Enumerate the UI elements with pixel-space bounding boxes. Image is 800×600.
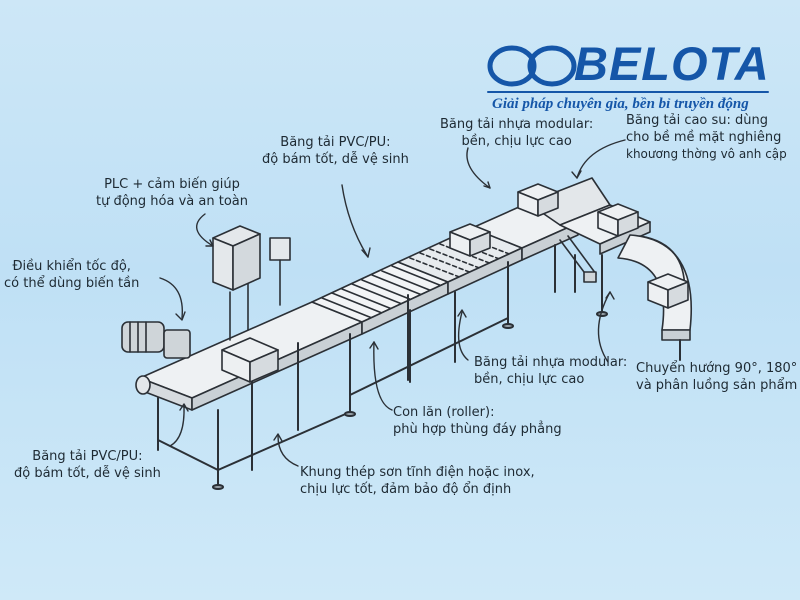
modular-belt-section xyxy=(397,202,579,295)
brand-tagline: Giải pháp chuyên gia, bền bỉ truyền động xyxy=(492,96,749,112)
label-line: Băng tải PVC/PU: xyxy=(280,135,391,150)
label-line: Con lăn (roller): xyxy=(393,405,495,420)
motor-icon xyxy=(121,321,191,359)
label-line: Băng tải nhựa modular: xyxy=(474,355,628,370)
label-line: có thể dùng biến tần xyxy=(4,276,140,291)
label-line: cho bề mề mặt nghiêng xyxy=(626,130,782,145)
diverter-mechanism xyxy=(559,235,597,283)
package-box xyxy=(647,273,689,309)
label-line: độ bám tốt, dễ vệ sinh xyxy=(14,466,161,481)
label-line: khoương thờng vô anh cập xyxy=(626,147,787,161)
package-box xyxy=(221,337,279,383)
brand-name: BELOTA xyxy=(574,37,770,90)
control-cabinet-icon xyxy=(212,225,291,341)
label-line: Khung thép sơn tĩnh điện hoặc inox, xyxy=(300,465,535,480)
label-line: và phân luồng sản phẩm xyxy=(636,378,798,393)
label-line: Băng tải nhựa modular: xyxy=(440,117,594,132)
label-modular-top: Băng tải nhựa modular: bền, chịu lực cao xyxy=(440,116,593,150)
label-line: Băng tải PVC/PU: xyxy=(32,449,143,464)
label-pvc-bottom: Băng tải PVC/PU: độ bám tốt, dễ vệ sinh xyxy=(14,448,161,482)
annotation-arrows xyxy=(159,139,626,467)
label-speed: Điều khiển tốc độ, có thể dùng biến tần xyxy=(4,258,139,292)
label-line: bền, chịu lực cao xyxy=(461,134,572,149)
label-frame: Khung thép sơn tĩnh điện hoặc inox, chịu… xyxy=(300,464,535,498)
label-line: độ bám tốt, dễ vệ sinh xyxy=(262,152,409,167)
logo-infinity-icon xyxy=(487,45,577,87)
label-pvc-top: Băng tải PVC/PU: độ bám tốt, dễ vệ sinh xyxy=(262,134,409,168)
label-turn: Chuyển hướng 90°, 180° và phân luồng sản… xyxy=(636,360,797,394)
label-line: chịu lực tốt, đảm bảo độ ổn định xyxy=(300,482,512,497)
label-line: Băng tải cao su: dùng xyxy=(626,113,769,128)
label-plc: PLC + cảm biến giúp tự động hóa và an to… xyxy=(96,176,248,210)
label-line: Điều khiển tốc độ, xyxy=(12,259,131,274)
label-line: bền, chịu lực cao xyxy=(474,372,585,387)
label-line: Chuyển hướng 90°, 180° xyxy=(636,361,798,376)
label-line: phù hợp thùng đáy phẳng xyxy=(393,422,562,437)
label-rubber: Băng tải cao su: dùng cho bề mề mặt nghi… xyxy=(626,112,787,163)
package-box xyxy=(449,223,491,257)
label-line: tự động hóa và an toàn xyxy=(96,194,248,209)
label-modular-mid: Băng tải nhựa modular: bền, chịu lực cao xyxy=(474,354,627,388)
package-box xyxy=(517,183,559,217)
roller-section xyxy=(311,261,449,335)
package-box xyxy=(597,203,639,237)
label-line: PLC + cảm biến giúp xyxy=(104,177,240,192)
label-roller: Con lăn (roller): phù hợp thùng đáy phẳn… xyxy=(393,404,562,438)
